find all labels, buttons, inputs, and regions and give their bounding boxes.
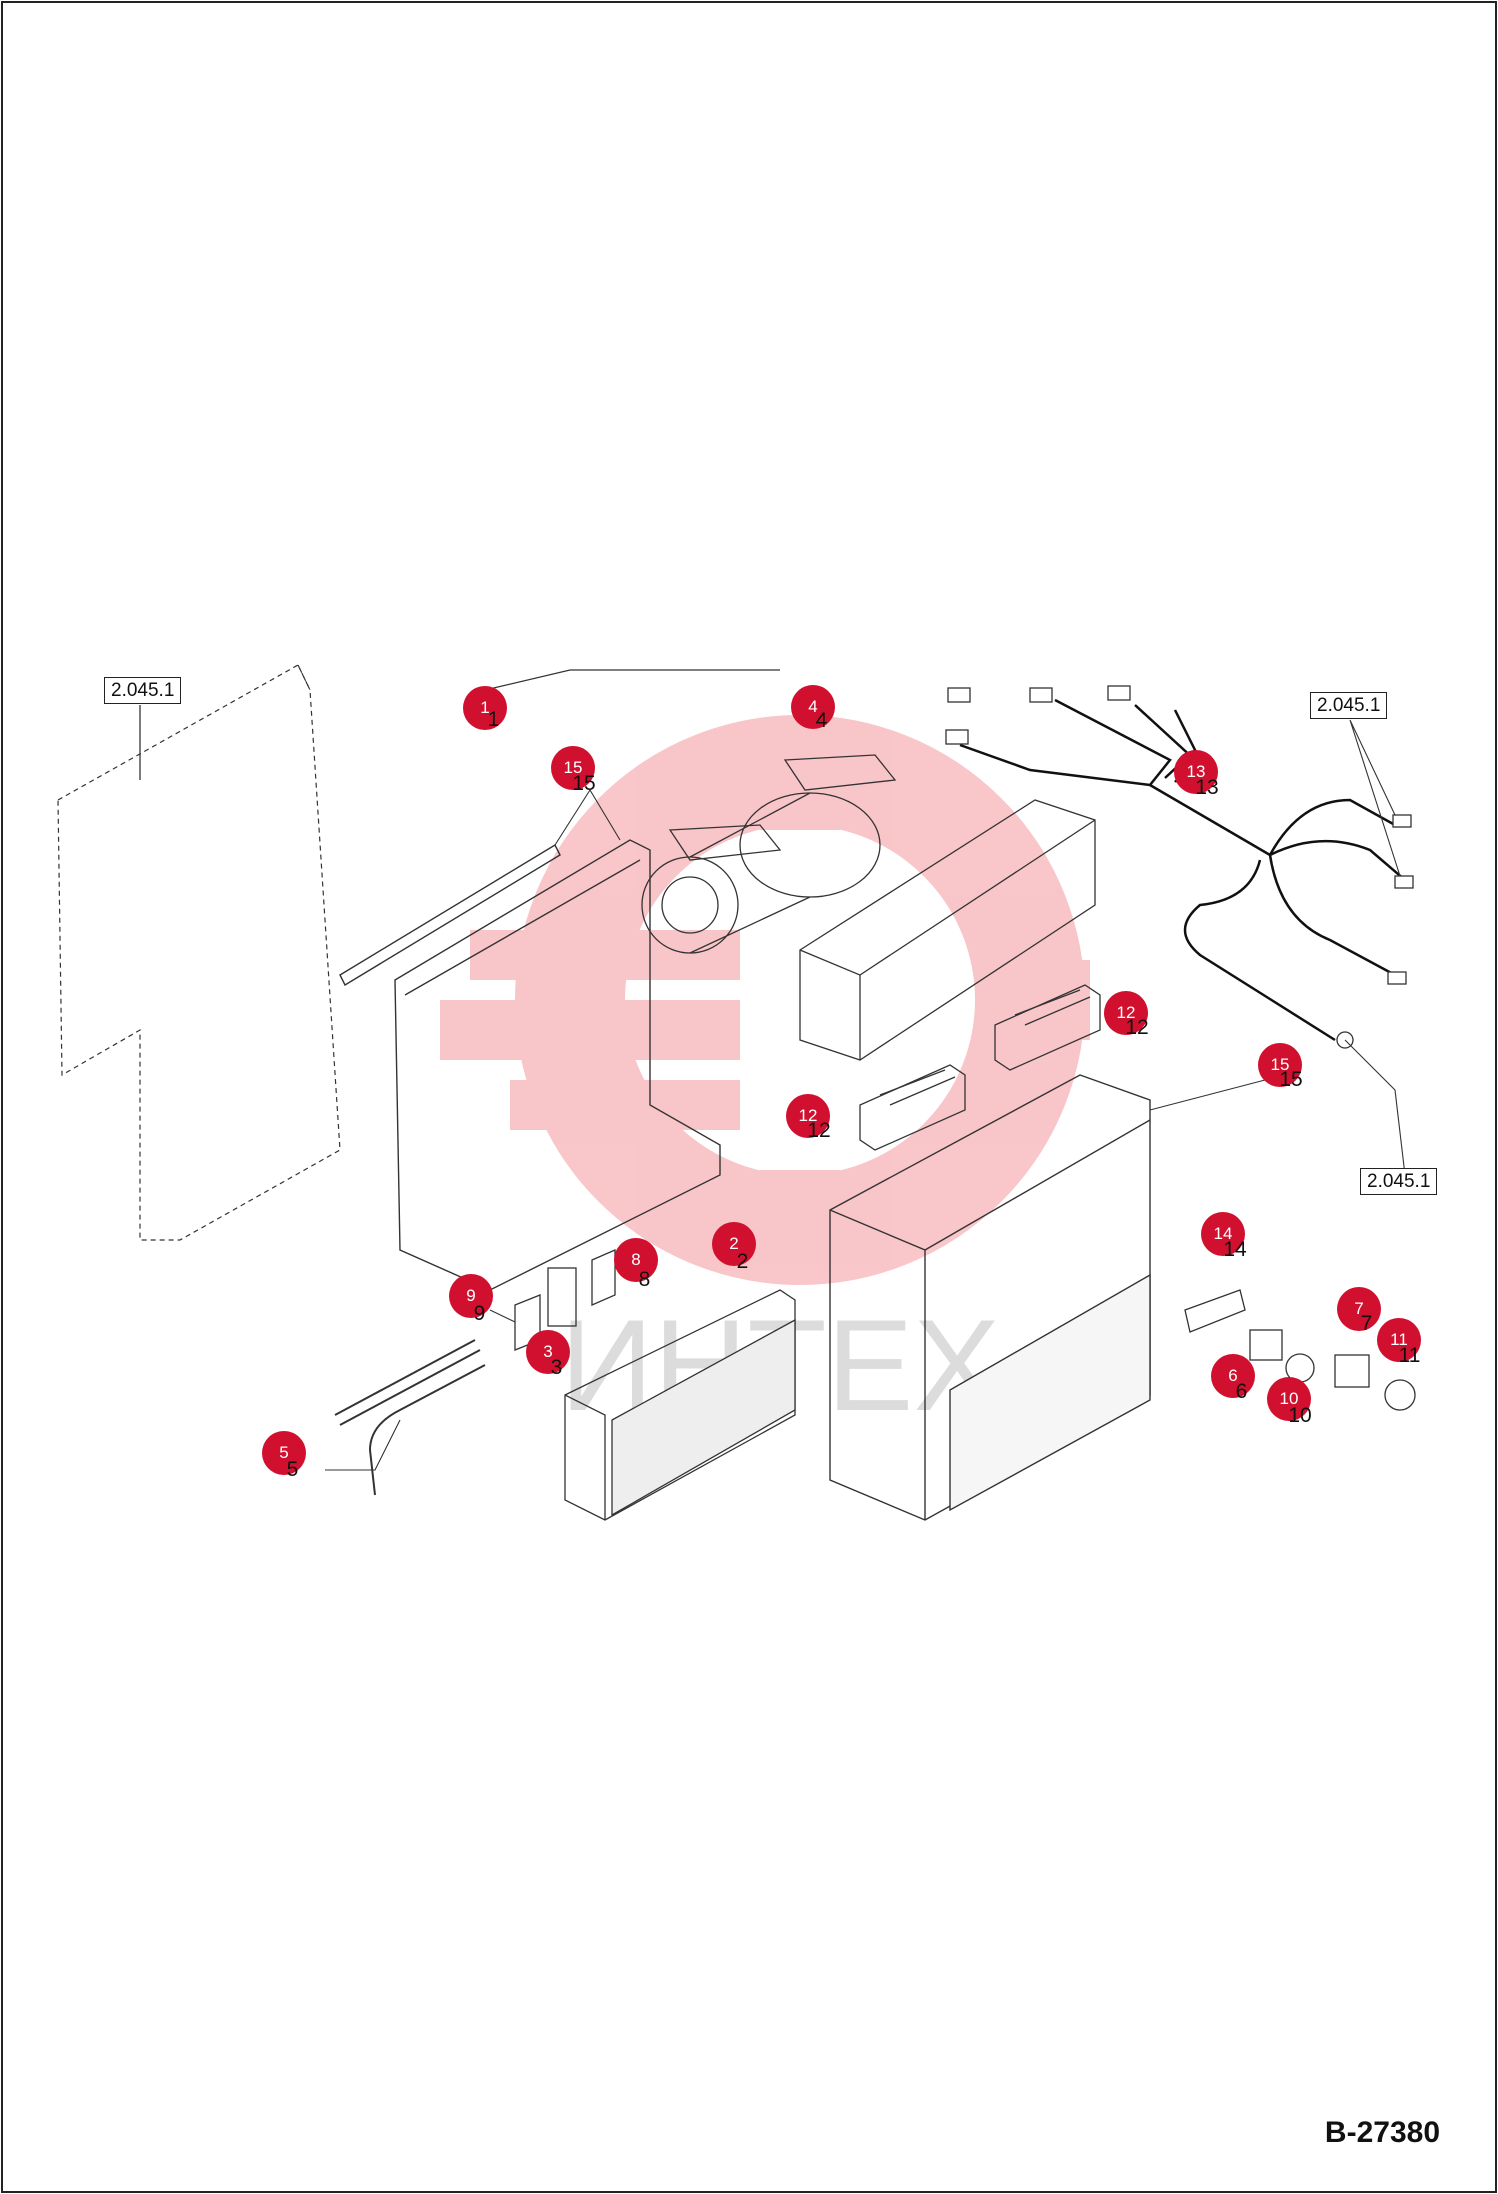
- callout-number-14: 14: [1223, 1238, 1247, 1261]
- callout-badge-15a: 15: [551, 746, 595, 790]
- callout-number-9: 9: [473, 1302, 486, 1325]
- valve: [547, 1267, 577, 1327]
- bracket-8: [591, 1249, 616, 1306]
- blower-motor: [641, 754, 897, 954]
- callout-number-10: 10: [1288, 1404, 1312, 1427]
- callout-number-8: 8: [638, 1268, 651, 1291]
- heater-core: [564, 1289, 796, 1521]
- callout-badge-15b: 15: [1258, 1043, 1302, 1087]
- switch-plate: [1184, 1289, 1246, 1333]
- callout-badge-12a: 12: [1104, 991, 1148, 1035]
- callout-number-6: 6: [1235, 1380, 1248, 1403]
- switch-6: [1249, 1329, 1283, 1361]
- callout-number-3: 3: [550, 1356, 563, 1379]
- callout-badge-3: 3: [526, 1330, 570, 1374]
- callout-number-4: 4: [815, 709, 828, 732]
- side-frame: [339, 839, 721, 1291]
- air-duct: [799, 799, 1096, 1061]
- callout-number-7: 7: [1360, 1312, 1373, 1335]
- callout-badge-12b: 12: [786, 1094, 830, 1138]
- filter-upper: [994, 984, 1101, 1071]
- callout-badge-6: 6: [1211, 1354, 1255, 1398]
- reference-box-top-left: 2.045.1: [104, 677, 182, 704]
- callout-number-2: 2: [736, 1250, 749, 1273]
- callout-number-1: 1: [487, 708, 500, 731]
- front-cover: [829, 1074, 1151, 1521]
- watermark-logo: [440, 715, 1090, 1285]
- callout-badge-11: 11: [1377, 1318, 1421, 1362]
- callout-number-5: 5: [286, 1458, 299, 1481]
- document-id: B-27380: [1324, 2116, 1440, 2149]
- hoses: [334, 1339, 486, 1496]
- callout-number-15b: 15: [1279, 1068, 1303, 1091]
- filter-lower: [859, 1064, 966, 1151]
- reference-box-top-right: 2.045.1: [1310, 692, 1388, 719]
- leader-lines: [139, 705, 1406, 1471]
- callout-badge-14: 14: [1201, 1212, 1245, 1256]
- callout-number-12a: 12: [1125, 1016, 1149, 1039]
- callout-number-13: 13: [1195, 776, 1219, 799]
- callout-number-15a: 15: [572, 772, 596, 795]
- reference-box-bottom-right: 2.045.1: [1360, 1168, 1438, 1195]
- callout-badge-5: 5: [262, 1431, 306, 1475]
- callout-number-11: 11: [1398, 1344, 1421, 1367]
- callout-badge-1: 1: [463, 686, 507, 730]
- callout-badge-2: 2: [712, 1222, 756, 1266]
- knob-11: [1384, 1379, 1416, 1411]
- callout-badge-4: 4: [791, 685, 835, 729]
- callout-badge-8: 8: [614, 1238, 658, 1282]
- switch-7: [1334, 1354, 1370, 1388]
- callout-badge-10: 10: [1267, 1377, 1311, 1421]
- callout-badge-13: 13: [1174, 750, 1218, 794]
- callout-badge-7: 7: [1337, 1287, 1381, 1331]
- callout-number-12b: 12: [807, 1119, 831, 1142]
- callout-badge-9: 9: [449, 1274, 493, 1318]
- back-panel: [57, 664, 341, 1241]
